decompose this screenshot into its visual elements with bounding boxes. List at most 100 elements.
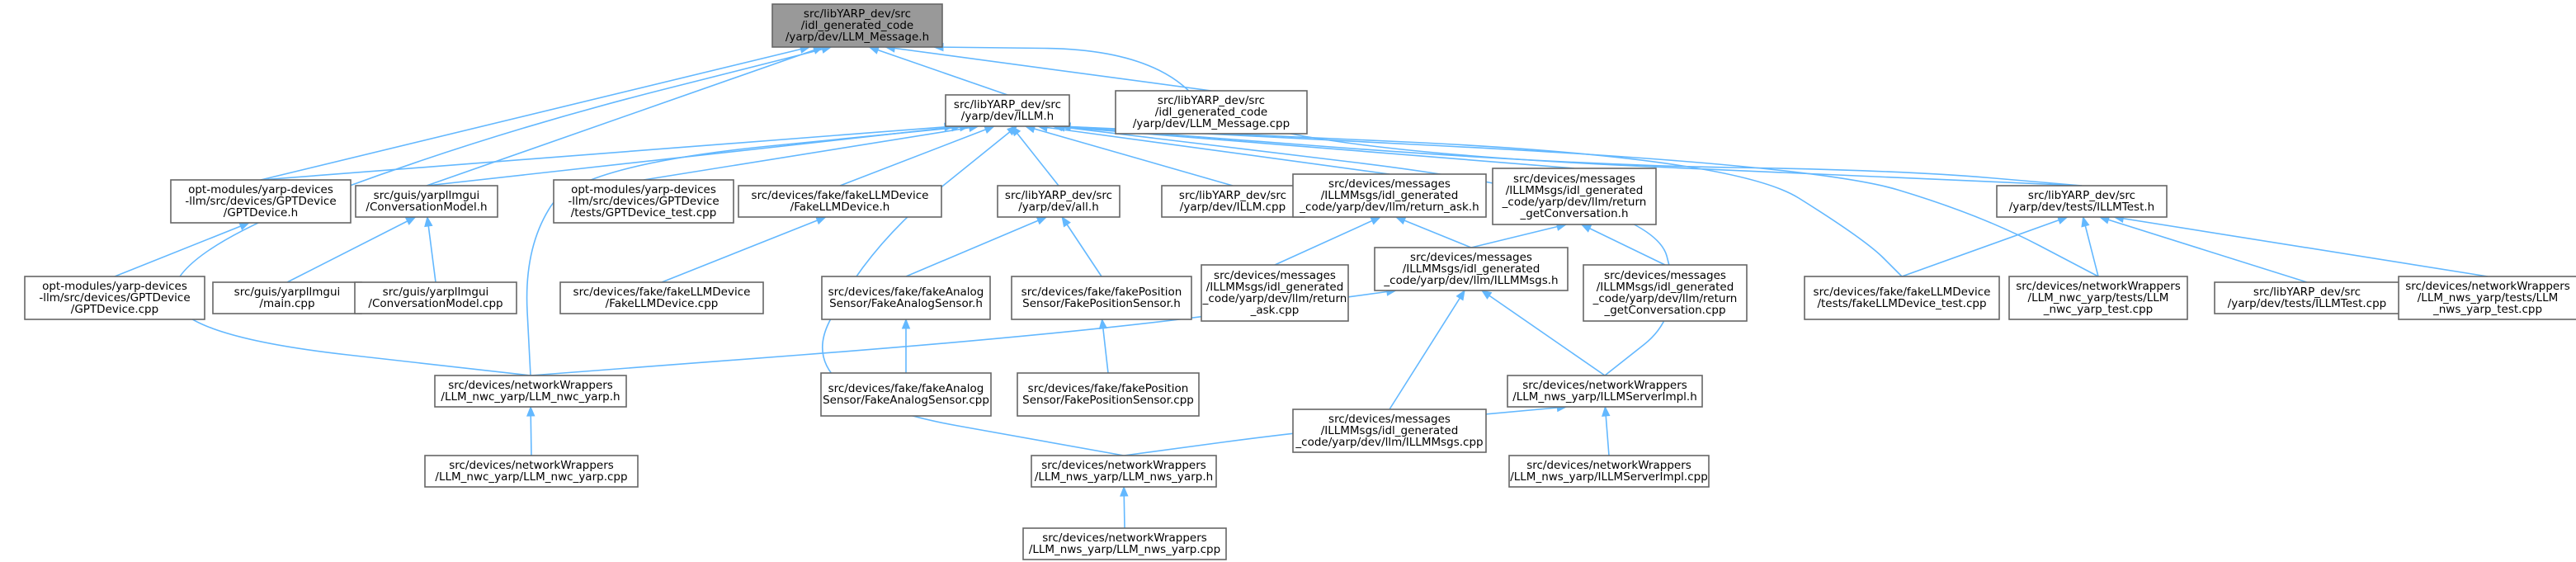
edge-main-cpp-to-conversationmodel-h (286, 216, 417, 283)
graph-node-fakepositionsensor-h[interactable]: src/devices/fake/fakePositionSensor/Fake… (1011, 276, 1192, 320)
edge-line (427, 216, 436, 283)
node-label-line: src/devices/fake/fakePosition (1028, 382, 1189, 395)
node-box (1201, 264, 1349, 322)
graph-node-fakeanalogsensor-cpp[interactable]: src/devices/fake/fakeAnalogSensor/FakeAn… (820, 372, 992, 417)
graph-node-llm-message-cpp[interactable]: src/libYARP_dev/src/idl_generated_code/y… (1115, 90, 1308, 135)
graph-node-llm-nws-yarp-h[interactable]: src/devices/networkWrappers/LLM_nws_yarp… (1031, 455, 1217, 488)
node-label-line: src/devices/messages (1328, 413, 1451, 426)
node-label-line: /yarp/dev/LLM_Message.h (786, 31, 929, 44)
graph-node-llm-nws-yarp-test-cpp[interactable]: src/devices/networkWrappers/LLM_nws_yarp… (2398, 276, 2576, 320)
edge-line (1901, 216, 2068, 277)
edge-all-h-to-illm-h (1011, 125, 1059, 187)
edge-fakeanalogsensor-h-to-all-h (905, 216, 1048, 277)
node-label-line: Sensor/FakeAnalogSensor.cpp (823, 394, 989, 407)
edge-illmmsgs-h-to-return-ask-h (1394, 216, 1472, 248)
node-label-line: src/guis/yarpllmgui (383, 286, 489, 299)
edge-line (1581, 224, 1666, 266)
node-label-line: /LLM_nwc_yarp/tests/LLM (2028, 291, 2169, 305)
node-label-line: _code/yarp/dev/llm/ILLMMsgs.cpp (1295, 436, 1483, 449)
arrowhead (1480, 290, 1493, 300)
edge-conversationmodel-cpp-to-conversationmodel-h (424, 215, 436, 283)
arrowhead (1394, 216, 1407, 225)
graph-node-llm-nws-yarp-cpp[interactable]: src/devices/networkWrappers/LLM_nws_yarp… (1022, 527, 1227, 560)
graph-node-fakellmdevice-h[interactable]: src/devices/fake/fakeLLMDevice/FakeLLMDe… (738, 185, 942, 218)
node-label-line: src/devices/fake/fakePosition (1021, 286, 1182, 299)
graph-node-conversationmodel-h[interactable]: src/guis/yarpllmgui/ConversationModel.h (355, 185, 498, 218)
graph-node-illmtest-h[interactable]: src/libYARP_dev/src/yarp/dev/tests/ILLMT… (1996, 185, 2168, 218)
graph-node-gptdevice-cpp[interactable]: opt-modules/yarp-devices-llm/src/devices… (24, 276, 205, 320)
edge-gptdevice-cpp-to-gptdevice-h (114, 222, 251, 277)
node-label-line: src/libYARP_dev/src (2028, 189, 2135, 202)
edge-line (426, 46, 823, 187)
edge-line (530, 290, 1396, 376)
graph-node-return-getconversation-h[interactable]: src/devices/messages/ILLMMsgs/idl_genera… (1492, 168, 1657, 225)
graph-node-illmtest-cpp[interactable]: src/libYARP_dev/src/yarp/dev/tests/ILLMT… (2214, 281, 2400, 314)
edge-conversationmodel-h-to-llm-message-h (426, 45, 824, 187)
node-label-line: src/devices/fake/fakeAnalog (828, 382, 984, 395)
graph-node-llm-message-h[interactable]: src/libYARP_dev/src/idl_generated_code/y… (771, 3, 943, 48)
graph-node-fakellmdevice-test-cpp[interactable]: src/devices/fake/fakeLLMDevice/tests/fak… (1804, 276, 2000, 320)
edge-llm-nwc-yarp-cpp-to-llm-nwc-yarp-h (526, 405, 535, 456)
node-label-line: src/guis/yarpllmgui (374, 189, 480, 202)
graph-node-fakeanalogsensor-h[interactable]: src/devices/fake/fakeAnalogSensor/FakeAn… (821, 276, 991, 320)
arrowhead (1120, 485, 1129, 497)
edge-line (2099, 216, 2308, 283)
node-box (1031, 455, 1217, 488)
node-box (1011, 276, 1192, 320)
edge-fakellmdevice-cpp-to-fakellmdevice-h (661, 216, 827, 283)
node-label-line: src/devices/networkWrappers (1522, 379, 1687, 392)
edge-line (1037, 125, 1390, 175)
graph-node-llm-nwc-yarp-test-cpp[interactable]: src/devices/networkWrappers/LLM_nwc_yarp… (2008, 276, 2188, 320)
node-box (553, 179, 734, 224)
graph-node-illmserverimpl-h[interactable]: src/devices/networkWrappers/LLM_nws_yarp… (1507, 375, 1703, 408)
arrowhead (1007, 125, 1018, 136)
arrowhead (404, 216, 417, 225)
node-label-line: /yarp/dev/ILLM.h (961, 110, 1054, 123)
edge-return-ask-cpp-to-return-ask-h (1274, 216, 1382, 266)
node-label-line: /LLM_nws_yarp/LLM_nws_yarp.h (1035, 470, 1213, 484)
edge-llm-nws-yarp-test-cpp-to-illmtest-h (2113, 214, 2489, 277)
graph-node-conversationmodel-cpp[interactable]: src/guis/yarpllmgui/ConversationModel.cp… (354, 281, 517, 314)
arrowhead (2081, 215, 2090, 228)
node-label-line: /ILLMMsgs/idl_generated (1206, 281, 1344, 294)
graph-node-fakellmdevice-cpp[interactable]: src/devices/fake/fakeLLMDevice/FakeLLMDe… (559, 281, 764, 314)
graph-node-fakepositionsensor-cpp[interactable]: src/devices/fake/fakePositionSensor/Fake… (1017, 372, 1200, 417)
node-box (1374, 247, 1569, 291)
node-label-line: /yarp/dev/LLM_Message.cpp (1133, 117, 1290, 130)
node-label-line: opt-modules/yarp-devices (42, 280, 187, 293)
arrowhead (901, 318, 911, 329)
node-box (771, 3, 943, 48)
graph-node-llm-nwc-yarp-h[interactable]: src/devices/networkWrappers/LLM_nwc_yarp… (434, 375, 627, 408)
edge-line (1025, 125, 1234, 187)
graph-node-return-ask-h[interactable]: src/devices/messages/ILLMMsgs/idl_genera… (1292, 173, 1487, 218)
graph-node-gptdevice-h[interactable]: opt-modules/yarp-devices-llm/src/devices… (170, 179, 351, 224)
edge-line (114, 222, 250, 277)
graph-node-illm-cpp[interactable]: src/libYARP_dev/src/yarp/dev/ILLM.cpp (1161, 185, 1305, 218)
node-label-line: /FakeLLMDevice.cpp (606, 297, 719, 310)
node-label-line: src/devices/networkWrappers (1526, 459, 1691, 472)
edge-line (2082, 216, 2099, 277)
arrowhead (424, 215, 433, 228)
graph-node-llm-nwc-yarp-cpp[interactable]: src/devices/networkWrappers/LLM_nwc_yarp… (424, 455, 639, 488)
node-box (1804, 276, 2000, 320)
node-label-line: /FakeLLMDevice.h (790, 201, 890, 214)
graph-node-illmmsgs-h[interactable]: src/devices/messages/ILLMMsgs/idl_genera… (1374, 247, 1569, 291)
node-label-line: /ConversationModel.h (366, 201, 487, 214)
node-label-line: /idl_generated_code (1155, 106, 1267, 119)
graph-node-gptdevice-test-cpp[interactable]: opt-modules/yarp-devices-llm/src/devices… (553, 179, 734, 224)
graph-node-return-ask-cpp[interactable]: src/devices/messages/ILLMMsgs/idl_genera… (1201, 264, 1349, 322)
edge-line (1060, 125, 2083, 187)
edge-line (933, 46, 2083, 187)
node-label-line: _code/yarp/dev/llm/return (1592, 292, 1738, 305)
graph-node-illmmsgs-cpp[interactable]: src/devices/messages/ILLMMsgs/idl_genera… (1292, 409, 1487, 453)
node-box (820, 372, 992, 417)
graph-node-illm-h[interactable]: src/libYARP_dev/src/yarp/dev/ILLM.h (945, 94, 1070, 127)
node-box (2008, 276, 2188, 320)
node-label-line: src/devices/fake/fakeLLMDevice (1814, 286, 1991, 299)
graph-node-all-h[interactable]: src/libYARP_dev/src/yarp/dev/all.h (997, 185, 1121, 218)
graph-node-illmserverimpl-cpp[interactable]: src/devices/networkWrappers/LLM_nws_yarp… (1508, 455, 1710, 488)
graph-node-main-cpp[interactable]: src/guis/yarpllmgui/main.cpp (212, 281, 362, 314)
edge-line (1061, 216, 1102, 277)
node-label-line: _ask.cpp (1250, 304, 1300, 317)
graph-node-return-getconversation-cpp[interactable]: src/devices/messages/ILLMMsgs/idl_genera… (1583, 264, 1748, 322)
